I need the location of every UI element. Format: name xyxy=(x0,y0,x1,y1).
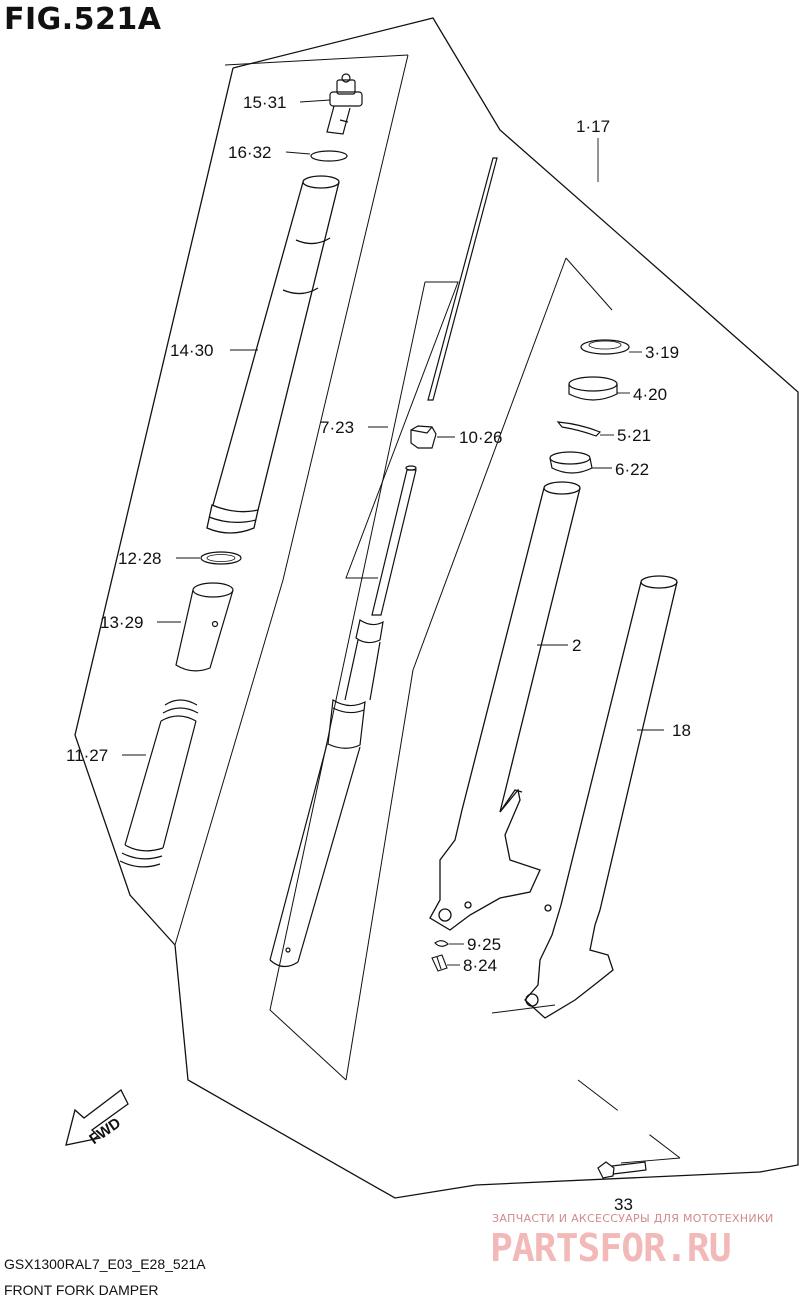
part-nut xyxy=(410,425,437,449)
fwd-label: FWD xyxy=(86,1114,124,1148)
callout-11-27: 11·27 xyxy=(66,746,108,765)
figure-subtitle: FRONT FORK DAMPER xyxy=(4,1282,159,1298)
inner-group-boundary xyxy=(565,257,613,311)
part-outer-tube xyxy=(206,175,340,534)
callout-10-26: 10·26 xyxy=(459,428,502,447)
callout-14-30: 14·30 xyxy=(170,341,213,360)
damper-group-boundary xyxy=(345,281,459,579)
watermark-logo: PARTSFOR.RU xyxy=(490,1226,732,1270)
part-inner-tube-right xyxy=(524,575,678,1019)
model-code: GSX1300RAL7_E03_E28_521A xyxy=(4,1256,206,1272)
callout-13-29: 13·29 xyxy=(100,613,143,632)
part-spring xyxy=(119,699,199,868)
part-inner-tube-left xyxy=(429,481,581,931)
part-adjuster-cap xyxy=(326,73,363,135)
callout-labels: 15·31 16·32 14·30 12·28 13·29 11·27 7·23… xyxy=(66,93,691,1214)
callout-12-28: 12·28 xyxy=(118,549,161,568)
part-spacer xyxy=(175,582,234,672)
assembly-boundary xyxy=(232,17,799,1173)
leader-lines xyxy=(122,99,681,1164)
callout-16-32: 16·32 xyxy=(228,143,271,162)
callout-5-21: 5·21 xyxy=(617,426,651,445)
callout-8-24: 8·24 xyxy=(463,956,497,975)
callout-15-31: 15·31 xyxy=(243,93,286,112)
part-ring-12 xyxy=(200,551,242,565)
outer-group-boundary xyxy=(224,54,409,66)
callout-1-17: 1·17 xyxy=(576,117,610,136)
callout-33: 33 xyxy=(614,1195,633,1214)
part-clip xyxy=(556,421,602,437)
callout-2: 2 xyxy=(572,636,581,655)
part-bolt-33 xyxy=(597,1161,647,1179)
part-bleed-bolt xyxy=(431,954,448,972)
figure-title: FIG.521A xyxy=(4,2,162,37)
part-seal-ring-3 xyxy=(580,339,630,355)
watermark-tagline: ЗАПЧАСТИ И АКСЕССУАРЫ ДЛЯ МОТОТЕХНИКИ xyxy=(492,1212,774,1225)
callout-18: 18 xyxy=(672,721,691,740)
fwd-arrow xyxy=(65,1089,129,1146)
part-o-ring-16 xyxy=(310,150,348,162)
part-dust-seal xyxy=(549,451,593,474)
part-small-spring xyxy=(434,940,449,947)
callout-9-25: 9·25 xyxy=(467,935,501,954)
part-damper-assembly xyxy=(269,157,498,968)
callout-7-23: 7·23 xyxy=(320,418,354,437)
callout-6-22: 6·22 xyxy=(615,460,649,479)
part-oil-seal xyxy=(568,376,618,401)
callout-4-20: 4·20 xyxy=(633,385,667,404)
callout-3-19: 3·19 xyxy=(645,343,679,362)
